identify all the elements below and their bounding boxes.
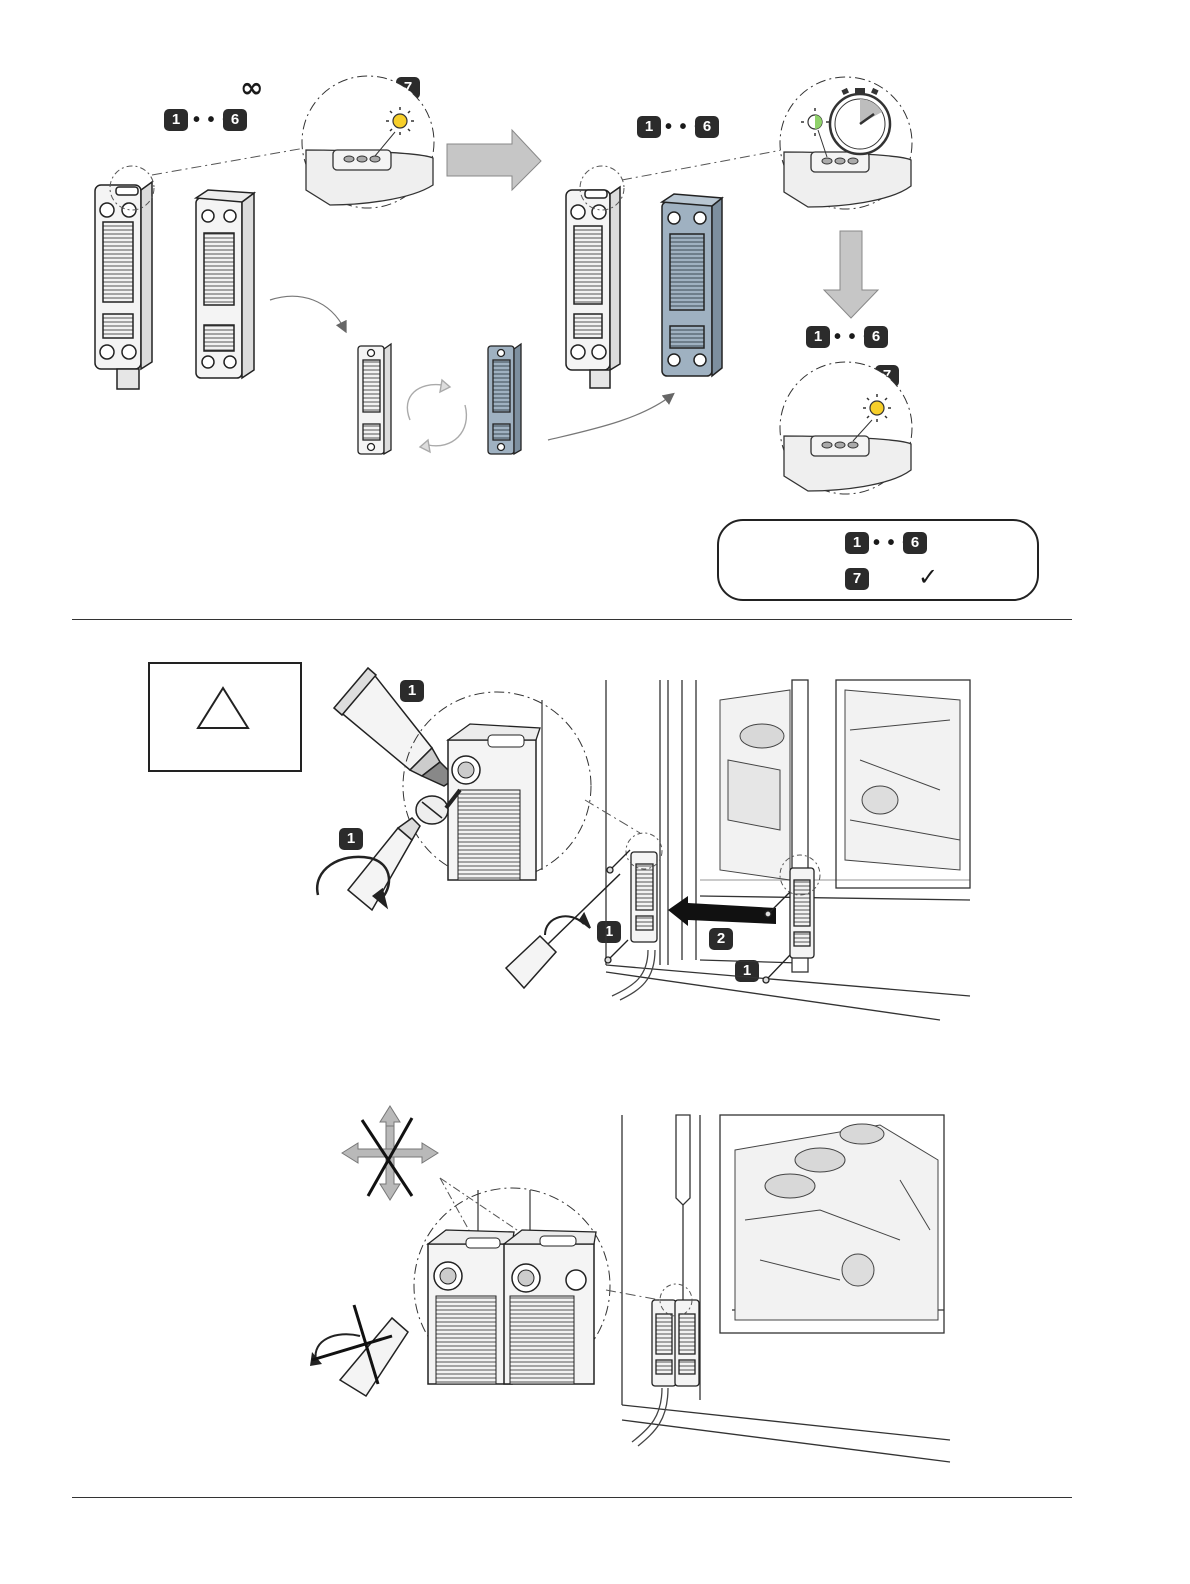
sensor-mounted bbox=[631, 852, 657, 942]
threadlocker-tube bbox=[334, 668, 456, 786]
movement-cross-icon bbox=[342, 1106, 438, 1200]
sensor-left bbox=[95, 182, 152, 389]
screwdriver-prohibited bbox=[310, 1305, 408, 1396]
sensor-middle bbox=[566, 187, 620, 388]
actuator-small-gray bbox=[358, 344, 391, 454]
engine-block-illustration bbox=[720, 690, 960, 880]
process-arrow-down bbox=[824, 231, 878, 318]
actuator-blue bbox=[662, 194, 722, 376]
actuator-left bbox=[196, 190, 254, 378]
zoom-circle-right-bottom bbox=[780, 362, 912, 494]
sensor-actuator-closed bbox=[652, 1300, 699, 1386]
actuator-small-blue bbox=[488, 344, 521, 454]
slide-direction-arrow bbox=[668, 896, 776, 926]
rotation-arrows-icon bbox=[407, 380, 466, 452]
process-arrow-right bbox=[447, 130, 541, 190]
zoom-circle-aligned bbox=[414, 1188, 610, 1384]
zoom-circle-left bbox=[302, 76, 434, 208]
engine-block-illustration-bottom bbox=[735, 1124, 938, 1320]
zoom-circle-right-top bbox=[780, 77, 912, 209]
screwdriver-right bbox=[506, 874, 620, 988]
zoom-circle-mounting bbox=[403, 692, 591, 880]
actuator-mounted bbox=[790, 868, 814, 958]
